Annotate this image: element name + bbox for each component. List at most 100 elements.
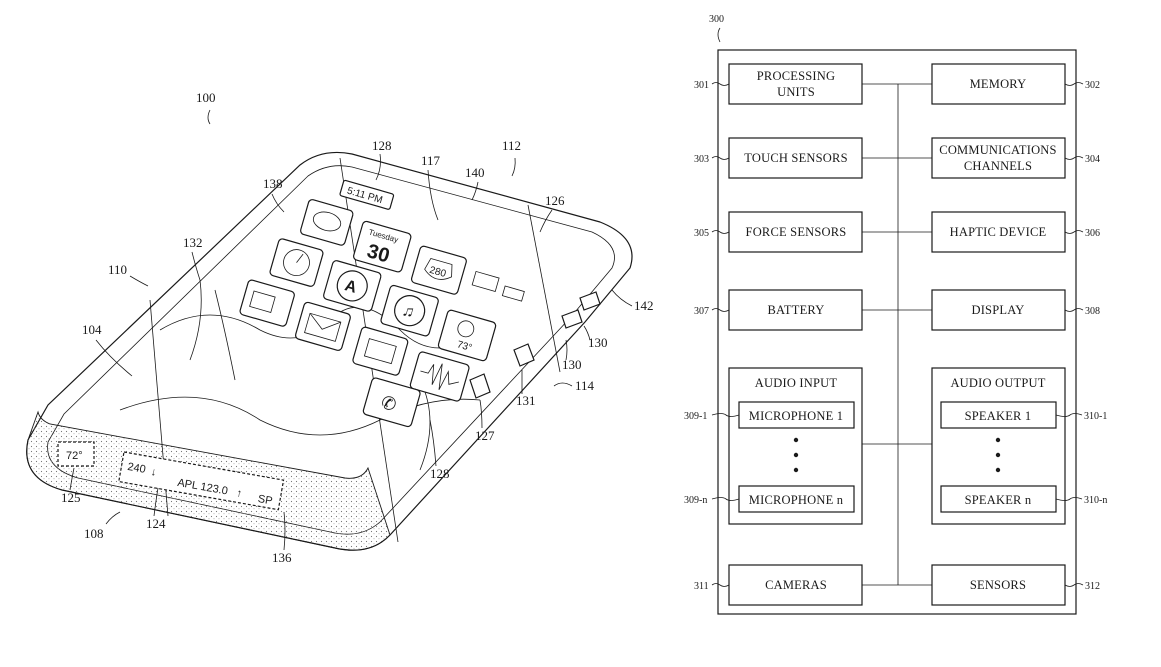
ticker-strip — [118, 451, 285, 511]
appstore-icon — [336, 270, 368, 302]
phone-app-icon — [362, 377, 421, 428]
waveform-icon — [420, 363, 459, 390]
sun-icon — [457, 320, 475, 338]
ref-305: 305 — [694, 228, 709, 239]
ref-312: 312 — [1085, 581, 1100, 592]
ref-132: 132 — [183, 235, 203, 250]
touch-label: TOUCH SENSORS — [744, 151, 847, 165]
microphone-n-block — [738, 485, 855, 513]
side-button-top — [579, 291, 601, 311]
device-figure: 5:11 PM Tuesday 30 280 A ♫ — [26, 90, 654, 565]
audio-input-label: AUDIO INPUT — [755, 376, 838, 390]
mic1-label: MICROPHONE 1 — [749, 409, 843, 423]
ref-140: 140 — [465, 165, 485, 180]
side-button-131 — [513, 343, 535, 367]
display-label: DISPLAY — [971, 303, 1024, 317]
ref-127: 127 — [475, 428, 495, 443]
ref-124: 124 — [146, 516, 166, 531]
processing-label-2: UNITS — [777, 85, 815, 99]
camera-app-icon — [352, 326, 409, 376]
clock-app-icon — [269, 238, 324, 287]
battery-label: BATTERY — [768, 303, 825, 317]
ref-128-top: 128 — [372, 138, 392, 153]
leader-300 — [717, 27, 721, 43]
leader-114 — [553, 382, 573, 387]
svg-text:A: A — [343, 277, 359, 297]
side-temp-box — [57, 441, 95, 467]
speech-bubble-icon — [312, 211, 342, 232]
ref-114: 114 — [575, 378, 595, 393]
boundary-line-126 — [527, 204, 561, 373]
music-app-icon — [380, 284, 439, 337]
signal-icon — [471, 270, 500, 293]
ref-308: 308 — [1085, 306, 1100, 317]
down-arrow-icon: ↓ — [150, 466, 158, 479]
comm-label-1: COMMUNICATIONS — [939, 143, 1056, 157]
force-label: FORCE SENSORS — [746, 225, 847, 239]
ref-100: 100 — [196, 90, 216, 105]
ellipsis-dot — [793, 452, 799, 458]
memory-block — [931, 63, 1066, 105]
ref-131: 131 — [516, 393, 536, 408]
ref-303: 303 — [694, 154, 709, 165]
ref-310-n: 310-n — [1084, 495, 1107, 506]
sensors-block — [931, 564, 1066, 606]
camera-icon — [363, 338, 397, 365]
speaker-1-block — [940, 401, 1057, 429]
mail-app-icon — [294, 301, 351, 351]
ellipsis-dot — [793, 467, 799, 473]
weather-temperature: 73° — [456, 339, 474, 354]
side-index: 240 — [126, 461, 146, 476]
leader-100 — [207, 109, 211, 125]
ref-309-1: 309-1 — [684, 411, 707, 422]
haptic-device-block — [931, 211, 1066, 253]
battery-icon — [501, 285, 525, 302]
force-sensors-block — [728, 211, 863, 253]
ref-138: 138 — [263, 176, 283, 191]
ref-108: 108 — [84, 526, 104, 541]
weather-app-icon — [437, 309, 497, 362]
side-temp: 72° — [66, 450, 83, 462]
ref-310-1: 310-1 — [1084, 411, 1107, 422]
side-button-mid — [561, 309, 583, 329]
ellipsis-dot — [995, 452, 1001, 458]
highway-shield-icon — [424, 258, 453, 280]
micn-label: MICROPHONE n — [749, 493, 844, 507]
wallpaper-ground — [119, 396, 481, 436]
music-note-icon — [394, 295, 426, 327]
communications-block — [931, 137, 1066, 179]
svg-text:♫: ♫ — [400, 302, 416, 322]
sensors-label: SENSORS — [970, 578, 1026, 592]
ref-306: 306 — [1085, 228, 1100, 239]
video-app-icon — [239, 279, 295, 327]
ref-302: 302 — [1085, 80, 1100, 91]
ref-125: 125 — [61, 490, 81, 505]
side-buttons — [469, 291, 601, 399]
battery-block — [728, 289, 863, 331]
haptic-label: HAPTIC DEVICE — [950, 225, 1047, 239]
spkn-label: SPEAKER n — [965, 493, 1032, 507]
status-time-box — [339, 179, 395, 210]
ellipsis-dot — [995, 437, 1001, 443]
cameras-label: CAMERAS — [765, 578, 827, 592]
ref-301: 301 — [694, 80, 709, 91]
comm-label-2: CHANNELS — [964, 159, 1032, 173]
audio-output-label: AUDIO OUTPUT — [950, 376, 1045, 390]
processing-label-1: PROCESSING — [757, 69, 835, 83]
ellipsis-dot — [995, 467, 1001, 473]
video-camera-icon — [249, 290, 276, 313]
ref-117: 117 — [421, 153, 441, 168]
memory-label: MEMORY — [970, 77, 1027, 91]
highway-number: 280 — [428, 265, 447, 280]
side-button-127 — [469, 373, 491, 399]
spk1-label: SPEAKER 1 — [965, 409, 1032, 423]
envelope-icon — [304, 312, 342, 342]
processing-units-block — [728, 63, 863, 105]
ref-130-left: 130 — [562, 357, 582, 372]
ref-309-n: 309-n — [684, 495, 707, 506]
ref-112: 112 — [502, 138, 521, 153]
ref-136: 136 — [272, 550, 292, 565]
app-icon-grid: Tuesday 30 280 A ♫ 73° — [239, 199, 525, 428]
ref-300: 300 — [709, 14, 724, 25]
